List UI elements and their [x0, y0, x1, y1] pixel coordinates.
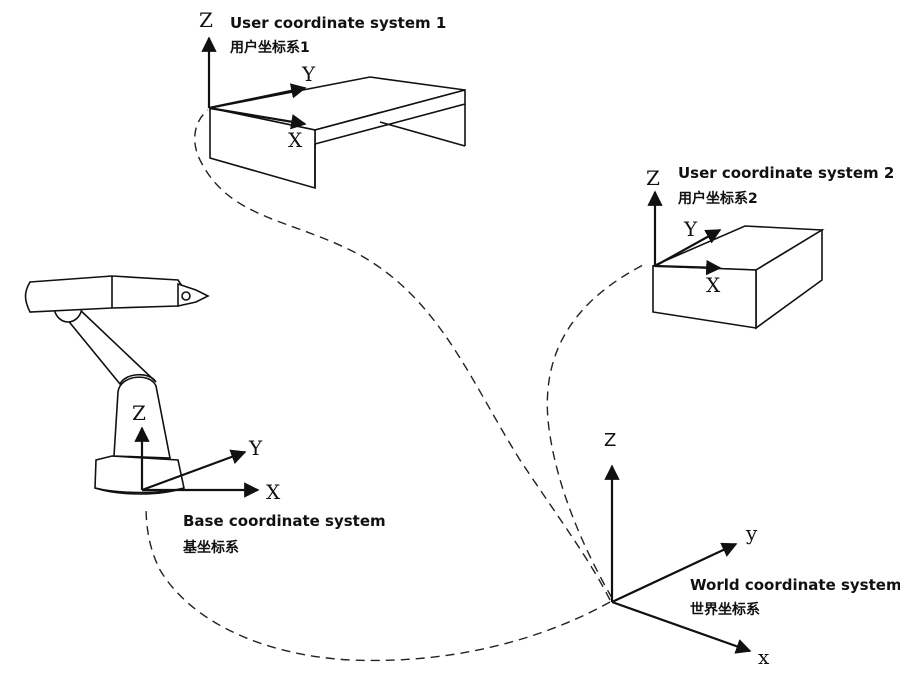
user2-y-label: Y — [683, 217, 698, 241]
path-world-to-user2 — [546, 263, 646, 599]
world-subtitle: 世界坐标系 — [690, 601, 760, 618]
base-x-label: X — [266, 480, 281, 504]
user2-subtitle: 用户坐标系2 — [678, 190, 758, 207]
world-coordinate-system: Z y x World coordinate system 世界坐标系 — [604, 430, 900, 669]
workpiece-1 — [209, 76, 466, 190]
world-x-axis — [611, 600, 752, 654]
user2-title: User coordinate system 2 — [678, 164, 894, 182]
user-coordinate-system-2: Z Y X User coordinate system 2 用户坐标系2 — [646, 164, 894, 330]
path-world-to-base — [145, 504, 611, 662]
robot-arm-illustration — [24, 275, 210, 495]
base-y-axis — [141, 449, 247, 492]
user1-z-label: Z — [199, 8, 213, 32]
user1-x-label: X — [288, 128, 303, 152]
user1-subtitle: 用户坐标系1 — [230, 39, 310, 56]
user2-x-axis — [654, 259, 722, 276]
user2-y-axis — [654, 229, 722, 267]
world-y-axis — [611, 542, 738, 603]
user1-x-axis — [208, 106, 307, 130]
base-title: Base coordinate system — [183, 512, 386, 530]
base-subtitle: 基坐标系 — [183, 539, 239, 556]
world-x-label: x — [758, 645, 770, 669]
workpiece-2 — [652, 225, 825, 330]
user1-title: User coordinate system 1 — [230, 14, 446, 32]
world-y-label: y — [745, 521, 758, 545]
world-z-label: Z — [604, 430, 616, 451]
user-coordinate-system-1: Z Y X User coordinate system 1 用户坐标系1 — [199, 8, 466, 190]
base-z-label: Z — [132, 401, 146, 425]
base-coordinate-system: Z Y X Base coordinate system 基坐标系 — [132, 401, 386, 556]
user1-y-axis — [208, 83, 307, 110]
user1-y-label: Y — [301, 62, 316, 86]
user2-x-label: X — [706, 273, 721, 297]
world-title: World coordinate system — [690, 576, 900, 594]
base-y-label: Y — [248, 436, 263, 460]
path-world-to-user1 — [194, 109, 611, 601]
user2-z-label: Z — [646, 166, 660, 190]
connection-paths — [145, 109, 646, 662]
